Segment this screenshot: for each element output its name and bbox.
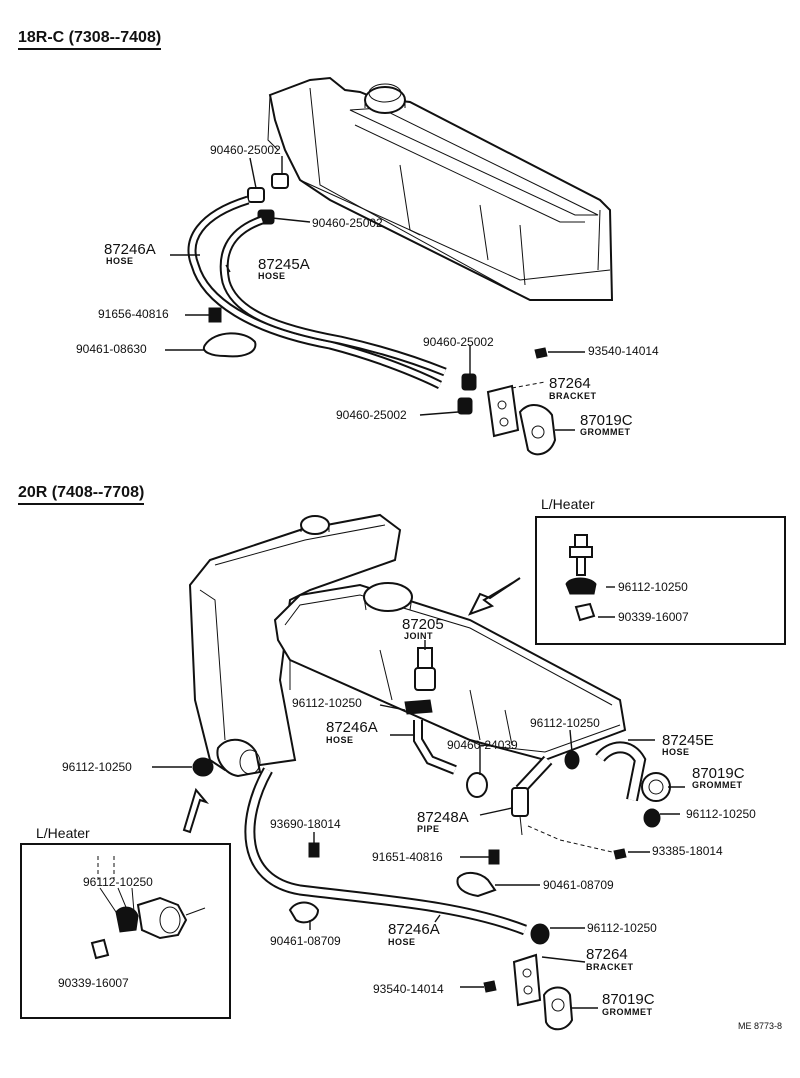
label-pipe: PIPE (417, 824, 440, 834)
label-87246A: 87246A (388, 921, 440, 938)
heater-box-left (20, 843, 231, 1019)
label-96112-10250: 96112-10250 (686, 807, 756, 821)
label-90461-08709: 90461-08709 (270, 934, 341, 948)
section-header-18r: 18R-C (7308--7408) (18, 30, 162, 50)
label-hose: HOSE (388, 937, 416, 947)
label-96112-10250: 96112-10250 (292, 696, 362, 710)
label-87019C: 87019C (602, 991, 655, 1008)
label-grommet: GROMMET (580, 427, 631, 437)
label-87264: 87264 (586, 946, 628, 963)
pointer-arrows (182, 577, 521, 834)
heater-box-right (535, 516, 786, 645)
label-87245E: 87245E (662, 732, 714, 749)
hoses-top (187, 195, 447, 390)
oil-filler-cap-bottom (363, 582, 413, 612)
label-91651-40816: 91651-40816 (372, 850, 443, 864)
pipe-87248A (511, 755, 553, 836)
joint-87205 (404, 647, 436, 715)
heater-left-parts (90, 856, 206, 960)
brackets-bottom (288, 842, 627, 1031)
valve-cover-top (267, 76, 614, 301)
heater-box-right-title: L/Heater (541, 496, 595, 512)
label-96112-10250: 96112-10250 (618, 580, 688, 594)
label-87019C: 87019C (692, 765, 745, 782)
label-90460-25002: 90460-25002 (423, 335, 494, 349)
radiator-cap (300, 515, 330, 535)
clamps-bottom (192, 750, 671, 945)
label-bracket: BRACKET (549, 391, 597, 401)
label-87246A: 87246A (104, 241, 156, 258)
label-hose: HOSE (258, 271, 286, 281)
water-outlet (216, 738, 262, 778)
label-93690-18014: 93690-18014 (270, 817, 341, 831)
label-93540-14014: 93540-14014 (373, 982, 444, 996)
leader-lines-top (165, 156, 585, 431)
label-90339-16007: 90339-16007 (58, 976, 129, 990)
label-93385-18014: 93385-18014 (652, 844, 723, 858)
label-grommet: GROMMET (602, 1007, 653, 1017)
heater-box-left-title: L/Heater (36, 825, 90, 841)
label-87248A: 87248A (417, 809, 469, 826)
label-90460-25002: 90460-25002 (210, 143, 281, 157)
label-90339-16007: 90339-16007 (618, 610, 689, 624)
heater-right-parts (565, 534, 597, 622)
hoses-bottom (244, 720, 647, 936)
label-90460-25002: 90460-25002 (336, 408, 407, 422)
label-joint: JOINT (404, 631, 434, 641)
label-grommet: GROMMET (692, 780, 743, 790)
label-87264: 87264 (549, 375, 591, 392)
label-90461-08630: 90461-08630 (76, 342, 147, 356)
leader-lines-bottom (152, 586, 685, 1009)
label-87019C: 87019C (580, 412, 633, 429)
label-90460-24039: 90460-24039 (447, 738, 518, 752)
label-87245A: 87245A (258, 256, 310, 273)
label-87205: 87205 (402, 616, 444, 633)
label-hose: HOSE (662, 747, 690, 757)
label-90461-08709: 90461-08709 (543, 878, 614, 892)
section-header-20r: 20R (7408--7708) (18, 485, 145, 505)
label-bracket: BRACKET (586, 962, 634, 972)
label-87246A: 87246A (326, 719, 378, 736)
label-93540-14014: 93540-14014 (588, 344, 659, 358)
label-96112-10250: 96112-10250 (62, 760, 132, 774)
oil-filler-cap-top (364, 83, 406, 114)
valve-cover-bottom (273, 583, 627, 762)
label-96112-10250: 96112-10250 (587, 921, 657, 935)
label-96112-10250: 96112-10250 (530, 716, 600, 730)
reference-code: ME 8773-8 (738, 1021, 783, 1031)
label-96112-10250: 96112-10250 (83, 875, 153, 889)
label-91656-40816: 91656-40816 (98, 307, 169, 321)
label-90460-25002: 90460-25002 (312, 216, 383, 230)
clamp-parts-top (202, 307, 557, 456)
label-hose: HOSE (326, 735, 354, 745)
label-hose: HOSE (106, 256, 134, 266)
